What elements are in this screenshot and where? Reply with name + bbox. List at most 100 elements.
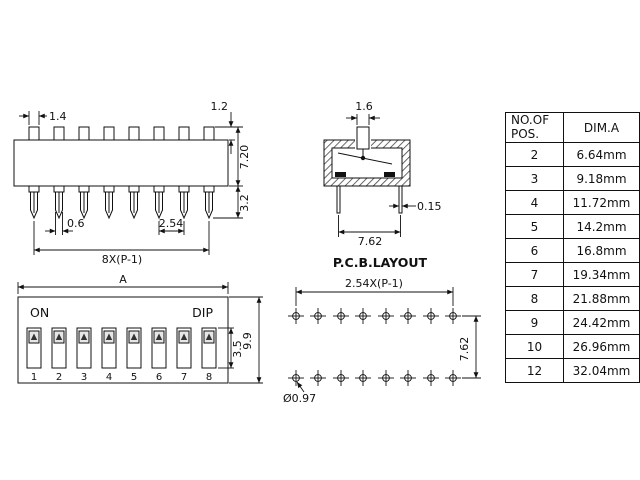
switch-body-front — [13, 139, 229, 187]
dim-pcb-row-spacing: 7.62 — [458, 315, 481, 379]
pos-cell: 2 — [505, 142, 564, 167]
pcb-hole — [377, 307, 395, 325]
pcb-layout: P.C.B.LAYOUT 2.54X(P-1) 7.62 — [283, 255, 481, 405]
terminal-left — [336, 185, 341, 214]
pcb-hole — [287, 307, 305, 325]
dim-a-cell: 24.42mm — [563, 310, 640, 335]
pin-unit — [128, 126, 140, 219]
dim-label: 2.54 — [159, 217, 184, 230]
position-number: 8 — [206, 372, 212, 383]
dim-label: 8X(P-1) — [102, 253, 142, 266]
dim-a-cell: 16.8mm — [563, 238, 640, 263]
dim-label: 7.62 — [358, 235, 383, 248]
dim-label: 7.62 — [458, 337, 471, 362]
dim-actuator-width: 1.4 — [19, 110, 67, 125]
pcb-hole — [332, 369, 350, 387]
dim-width-a: A — [17, 273, 229, 294]
pos-cell: 3 — [505, 166, 564, 191]
switch-slot — [51, 327, 67, 369]
dim-slot-height: 3.5 — [218, 327, 244, 369]
pivot — [360, 155, 366, 161]
terminal-right — [398, 185, 403, 214]
pcb-hole — [354, 369, 372, 387]
dim-a-cell: 32.04mm — [563, 358, 640, 383]
dim-a-cell: 19.34mm — [563, 262, 640, 287]
position-number: 1 — [31, 372, 37, 383]
dim-hole-diameter: Ø0.97 — [283, 381, 316, 405]
dim-label: 1.6 — [355, 100, 373, 113]
pin-unit — [28, 126, 40, 219]
pin-unit — [203, 126, 215, 219]
dim-label: 0.6 — [67, 217, 85, 230]
dim-overall-pitch: 8X(P-1) — [33, 221, 210, 266]
pcb-hole — [399, 369, 417, 387]
dim-pin-length: 3.2 — [213, 186, 251, 219]
pos-cell: 8 — [505, 286, 564, 311]
front-view: 1.4 1.2 7.20 3.2 0.6 — [13, 100, 251, 266]
on-label: ON — [30, 305, 49, 320]
pcb-layout-title: P.C.B.LAYOUT — [333, 255, 428, 270]
pin-unit — [178, 126, 190, 219]
position-number: 6 — [156, 372, 162, 383]
pin-unit — [78, 126, 90, 219]
dim-pin-pitch: 2.54 — [158, 217, 185, 235]
dim-a-cell: 11.72mm — [563, 190, 640, 215]
pos-cell: 6 — [505, 238, 564, 263]
switch-slot — [26, 327, 42, 369]
dim-label: 2.54X(P-1) — [345, 277, 403, 290]
pos-cell: 4 — [505, 190, 564, 215]
dim-a-cell: 26.96mm — [563, 334, 640, 359]
pcb-hole — [354, 307, 372, 325]
pcb-hole — [422, 369, 440, 387]
pcb-hole — [332, 307, 350, 325]
pcb-hole — [309, 307, 327, 325]
position-number: 2 — [56, 372, 62, 383]
dim-label: 9.9 — [241, 332, 254, 350]
switch-slot — [101, 327, 117, 369]
dim-label: Ø0.97 — [283, 392, 316, 405]
dim-label: 3.5 — [231, 340, 244, 358]
dim-a-cell: 21.88mm — [563, 286, 640, 311]
pcb-hole — [444, 369, 462, 387]
contact-left — [335, 172, 346, 177]
col-header-dim: DIM.A — [563, 112, 640, 143]
dim-a-cell: 14.2mm — [563, 214, 640, 239]
dim-label: 1.2 — [211, 100, 229, 113]
dim-body-depth: 9.9 — [229, 296, 263, 384]
position-number: 5 — [131, 372, 137, 383]
side-view: 1.6 0.15 7.62 — [323, 100, 442, 248]
pin-unit — [153, 126, 165, 219]
pcb-hole — [444, 307, 462, 325]
position-number: 7 — [181, 372, 187, 383]
switch-slot — [76, 327, 92, 369]
switch-slot — [151, 327, 167, 369]
pin-unit — [53, 126, 65, 219]
dim-label: A — [119, 273, 127, 286]
dim-label: 0.15 — [417, 200, 442, 213]
dim-side-actuator-width: 1.6 — [346, 100, 380, 125]
pos-cell: 5 — [505, 214, 564, 239]
dim-body-height: 7.20 — [229, 127, 251, 187]
position-number: 3 — [81, 372, 87, 383]
dim-label: 7.20 — [238, 145, 251, 170]
pcb-hole — [287, 369, 305, 387]
position-number: 4 — [106, 372, 112, 383]
top-view: A ON DIP 1 2 3 4 5 6 7 8 3.5 9.9 — [17, 273, 263, 384]
pcb-hole — [309, 369, 327, 387]
dim-side-row-spacing: 7.62 — [338, 215, 401, 248]
pos-cell: 9 — [505, 310, 564, 335]
